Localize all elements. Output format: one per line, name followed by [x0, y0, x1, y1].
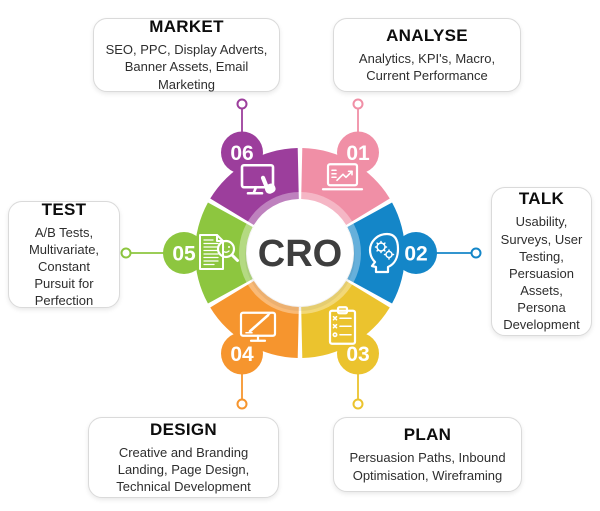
segment-06-number: 06 [230, 142, 253, 165]
design-box: DESIGN Creative and Branding Landing, Pa… [88, 417, 279, 498]
wheel-center: CRO [239, 192, 361, 314]
test-box-body: A/B Tests, Multivariate, Constant Pursui… [28, 224, 100, 309]
cro-center-label: CRO [258, 233, 342, 275]
connector-dot-04 [236, 398, 248, 410]
segment-06-number-badge [221, 131, 263, 174]
segment-02-number: 02 [404, 243, 427, 266]
test-box-title: TEST [41, 199, 87, 219]
segment-04-number-badge [221, 332, 263, 375]
plan-box: PLAN Persuasion Paths, Inbound Optimisat… [333, 417, 522, 492]
market-box-body: SEO, PPC, Display Adverts, Banner Assets… [105, 42, 268, 92]
segment-01-number: 01 [346, 142, 370, 165]
connector-dot-03 [352, 398, 364, 410]
design-box-body: Creative and Branding Landing, Page Desi… [116, 444, 251, 495]
connector-dot-05 [120, 247, 132, 259]
segment-03-wedge [301, 281, 390, 358]
plan-box-body: Persuasion Paths, Inbound Optimisation, … [349, 450, 506, 483]
segment-01-number-badge [337, 131, 379, 174]
connector-dot-06 [236, 98, 248, 110]
segment-05-number-badge [163, 232, 205, 274]
connector-dot-01 [352, 98, 364, 110]
segment-02-number-badge [395, 232, 437, 274]
segment-05-number: 05 [172, 243, 196, 266]
segment-02-wedge [347, 202, 405, 304]
analyse-box-title: ANALYSE [386, 25, 468, 45]
segment-03-number: 03 [346, 343, 369, 366]
plan-box-title: PLAN [403, 425, 452, 445]
center-circle [247, 200, 353, 306]
design-box-title: DESIGN [150, 419, 217, 439]
talk-box-title: TALK [518, 189, 565, 209]
talk-box: TALK Usability, Surveys, User Testing, P… [491, 187, 592, 336]
talk-box-body: Usability, Surveys, User Testing, Persua… [500, 214, 583, 333]
segment-01-wedge [301, 148, 390, 225]
analyse-box: ANALYSE Analytics, KPI's, Macro, Current… [333, 18, 521, 92]
market-box: MARKET SEO, PPC, Display Adverts, Banner… [93, 17, 280, 92]
segment-04-number: 04 [230, 343, 254, 366]
analyse-box-body: Analytics, KPI's, Macro, Current Perform… [358, 50, 496, 83]
connector-dot-02 [470, 247, 482, 259]
segment-04-wedge [210, 281, 299, 358]
market-box-title: MARKET [149, 17, 224, 37]
test-box: TEST A/B Tests, Multivariate, Constant P… [8, 199, 120, 309]
